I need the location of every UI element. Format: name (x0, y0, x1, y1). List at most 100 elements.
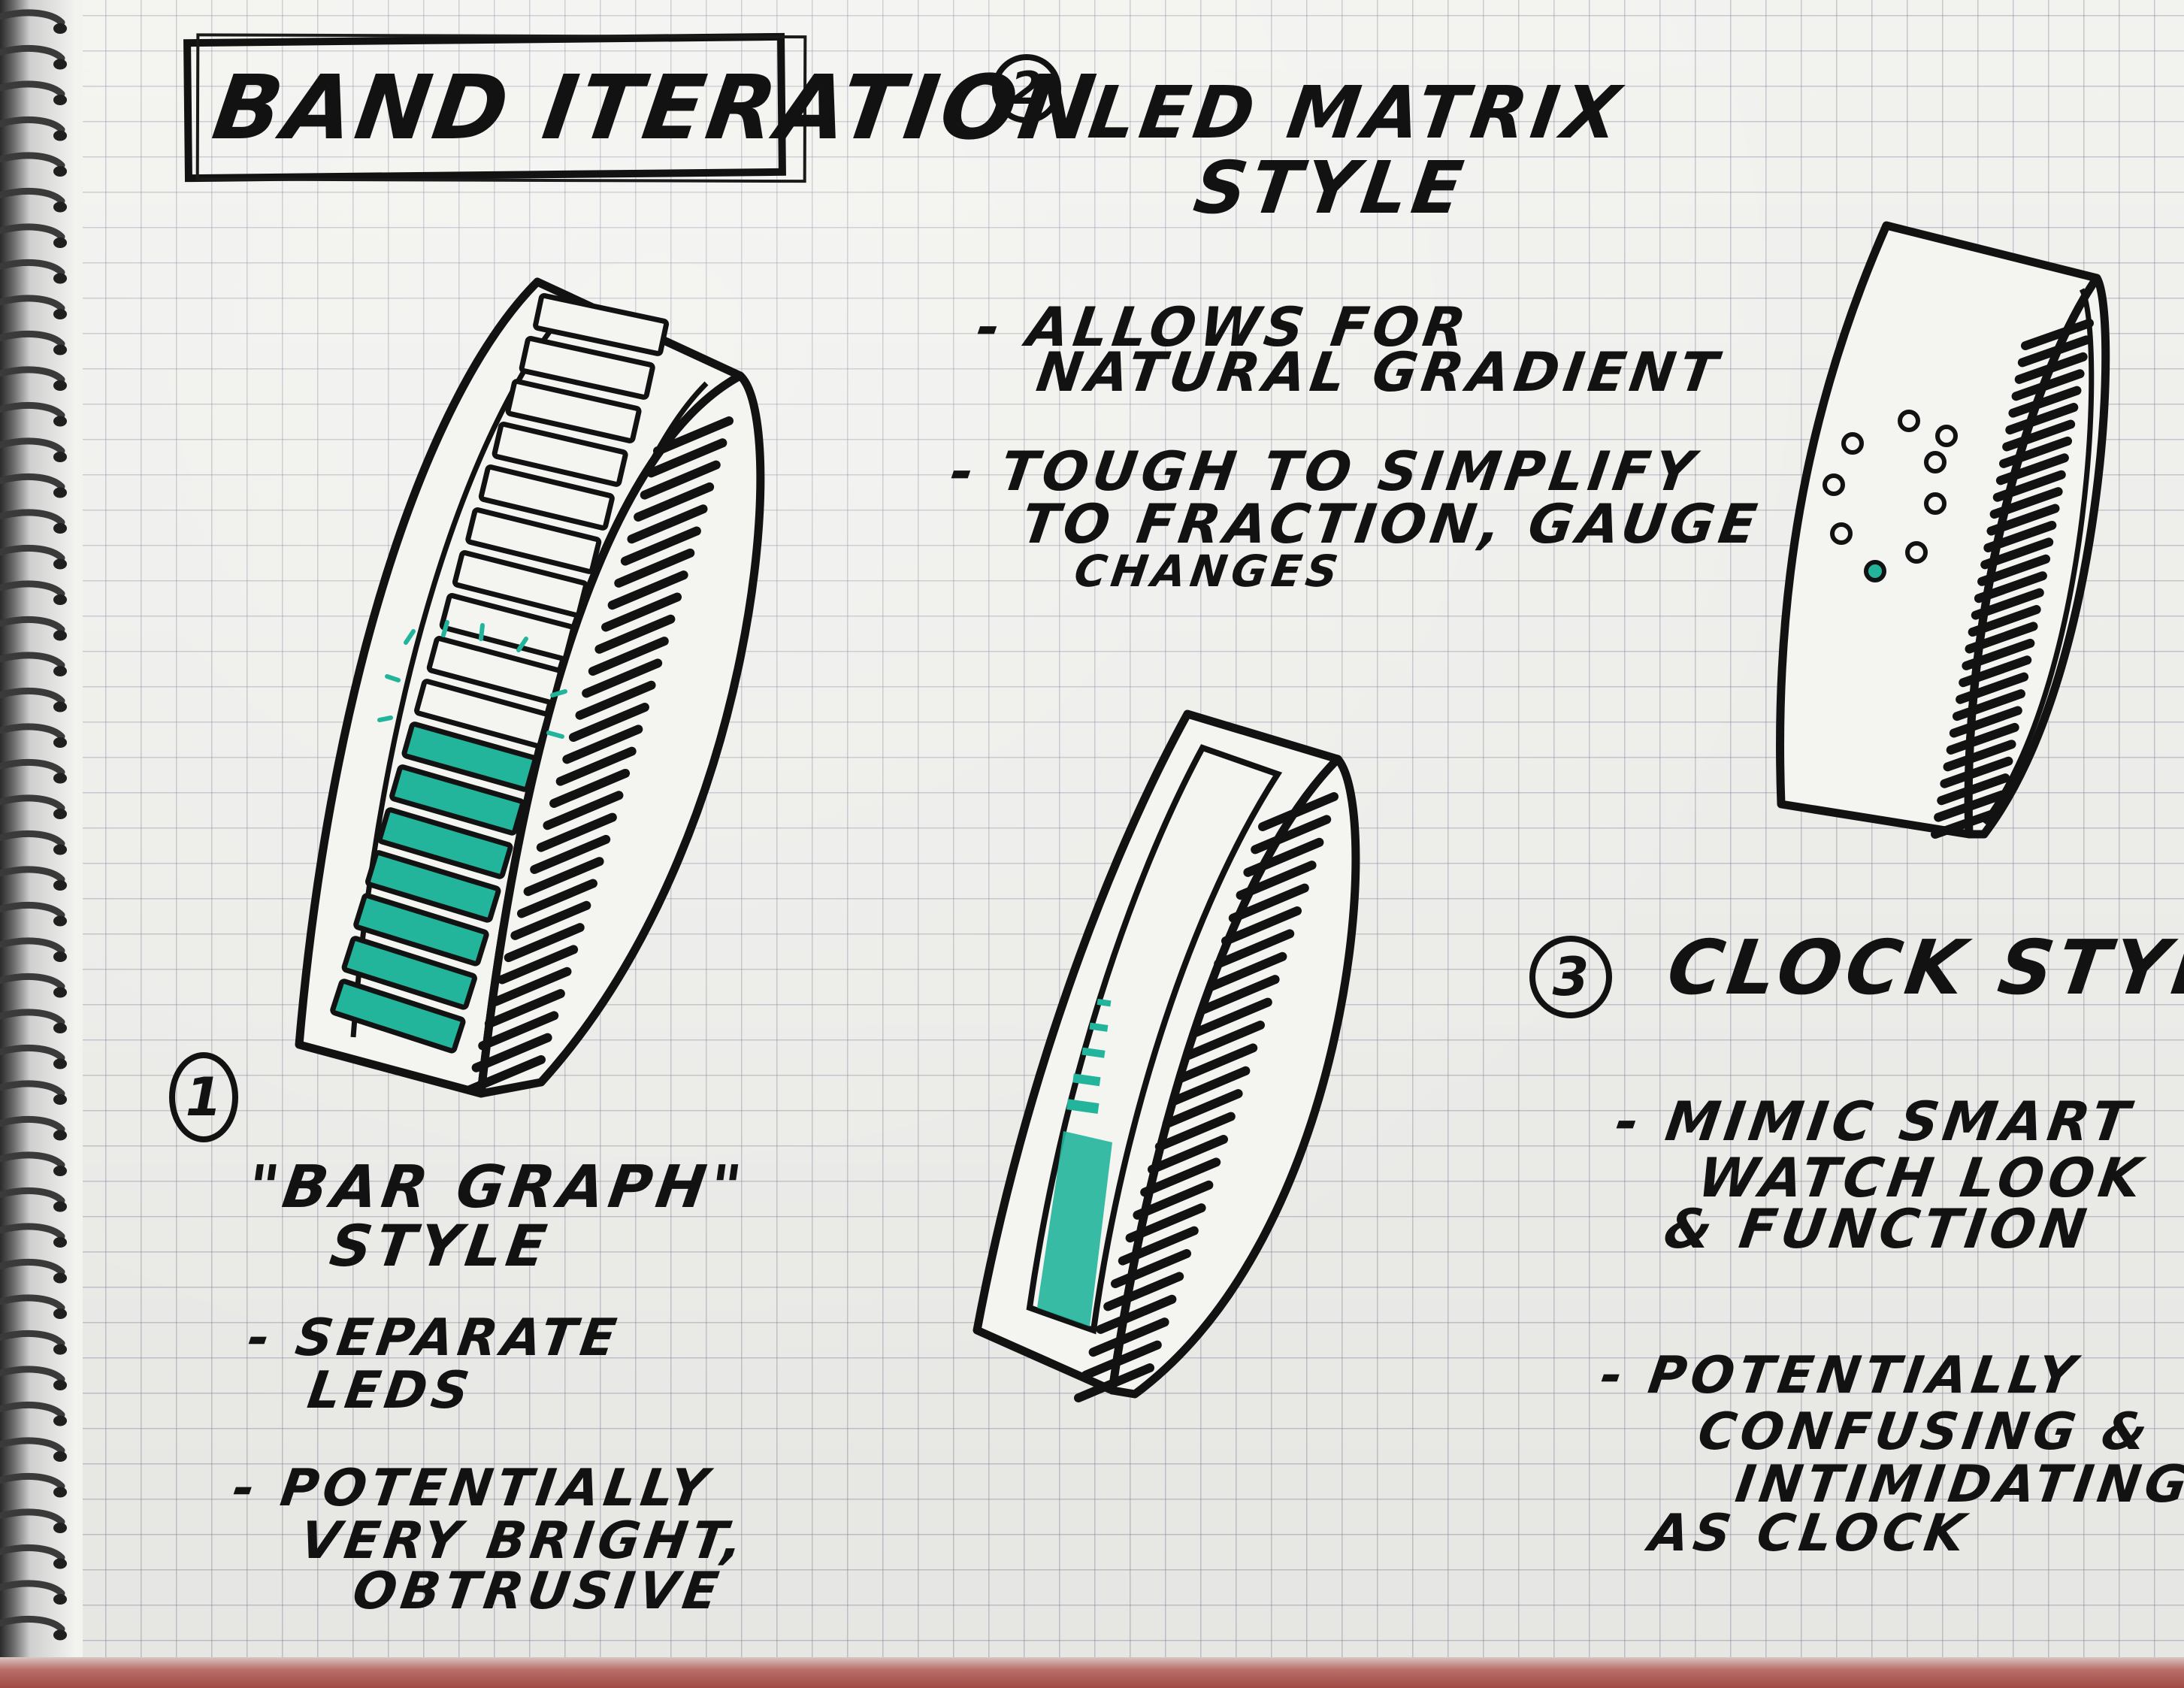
hatch-stroke (1191, 997, 1272, 1037)
spiral-hole (53, 844, 67, 855)
concept-3-note-2-line-4: AS CLOCK (1645, 1504, 1974, 1563)
spiral-coil (0, 1151, 65, 1169)
spiral-hole (53, 594, 67, 605)
hatch-stroke (1258, 792, 1339, 831)
glow-tick (377, 715, 393, 722)
spiral-hole (53, 737, 67, 748)
spiral-hole (53, 773, 67, 784)
spiral-coil (0, 45, 65, 62)
spiral-hole (53, 1094, 67, 1105)
hatch-stroke (640, 460, 721, 500)
hatch-stroke (530, 834, 611, 874)
spiral-coil (0, 9, 65, 26)
spiral-coil (0, 794, 65, 812)
hatch-stroke (1125, 1203, 1206, 1243)
hatch-stroke (1959, 655, 2032, 688)
spiral-coil (0, 902, 65, 918)
hatch-stroke (1974, 571, 2047, 604)
hatch-stroke (2014, 352, 2088, 384)
hatch-stroke (1946, 722, 2019, 755)
led-bar-off (505, 379, 642, 443)
glow-tick (546, 731, 564, 739)
clock-dot (1905, 541, 1928, 564)
clock-dot (1823, 473, 1845, 496)
concept-1-note-2-line-3: OBTRUSIVE (349, 1562, 727, 1621)
spiral-hole (53, 880, 67, 891)
hatch-stroke (2005, 403, 2079, 435)
clock-dot (1898, 410, 1920, 432)
hatch-stroke (562, 725, 643, 764)
page-title: BAND ITERATION (207, 56, 1105, 159)
led-bar-off (426, 636, 563, 705)
led-bar-lit (353, 893, 489, 967)
led-bar-lit (377, 807, 513, 879)
spiral-hole (53, 1308, 67, 1319)
hatch-stroke (1962, 638, 2035, 670)
spiral-hole (53, 1487, 67, 1498)
spiral-coil (0, 1187, 65, 1204)
led-bar-off (533, 293, 670, 356)
concept-2-note-2-line-2: TO FRACTION, GAUGE (1018, 492, 1765, 555)
spiral-coil (0, 1259, 65, 1275)
spiral-hole (53, 1166, 67, 1176)
spiral-coil (0, 1544, 65, 1561)
spiral-hole (53, 809, 67, 819)
hatch-stroke (614, 548, 695, 588)
led-bar-lit (401, 721, 538, 792)
spiral-hole (53, 523, 67, 534)
spiral-hole (53, 915, 67, 927)
hatch-stroke (1096, 1294, 1177, 1334)
spiral-coil (0, 1508, 65, 1526)
hatch-stroke (549, 768, 631, 808)
spiral-coil (0, 1330, 65, 1347)
hatch-stroke (1140, 1157, 1221, 1197)
led-bar-off (465, 507, 602, 574)
concept-1-note-2-line-1: - POTENTIALLY (228, 1459, 716, 1518)
hatch-stroke (1111, 1249, 1191, 1288)
hatch-stroke (510, 900, 591, 940)
hatch-stroke (588, 637, 669, 676)
hatch-stroke (1995, 453, 2069, 486)
hatch-stroke (1184, 1021, 1265, 1060)
led-bar-lit (330, 979, 466, 1054)
spiral-coil (0, 80, 65, 98)
spiral-hole (53, 987, 67, 998)
spiral-coil (0, 973, 65, 990)
clock-dot (1830, 522, 1853, 545)
spiral-hole (53, 1130, 67, 1141)
hatch-stroke (1074, 1363, 1154, 1402)
hatch-stroke (607, 570, 688, 610)
hatch-stroke (2011, 369, 2085, 401)
spiral-hole (53, 1272, 67, 1284)
hatch-stroke (1971, 588, 2044, 620)
hatch-stroke (2017, 335, 2091, 368)
hatch-stroke (1977, 554, 2051, 586)
hatch-stroke (498, 945, 579, 985)
concept-2-name-line-2: STYLE (1189, 146, 1472, 230)
hatch-stroke (2002, 419, 2076, 452)
spiral-hole (53, 95, 67, 105)
hatch-stroke (516, 879, 597, 918)
hatch-stroke (1154, 1112, 1236, 1151)
spiral-coil (0, 1402, 65, 1418)
glow-tick (441, 620, 449, 637)
concept-3-note-2-line-1: - POTENTIALLY (1596, 1346, 2084, 1405)
spiral-coil (0, 1223, 65, 1240)
spiral-coil (0, 473, 65, 490)
led-bar-off (478, 464, 615, 531)
spiral-coil (0, 723, 65, 740)
spiral-hole (53, 1380, 67, 1390)
spiral-hole (53, 951, 67, 962)
hatch-stroke (1206, 951, 1287, 991)
concept-1-note-2-line-2: VERY BRIGHT, (296, 1511, 752, 1571)
hatch-stroke (1949, 706, 2022, 738)
hatch-stroke (1937, 773, 2010, 806)
concept-3-name-line-1: CLOCK STYLE (1662, 924, 2184, 1012)
hatch-stroke (1169, 1066, 1251, 1106)
spiral-coil (0, 1294, 65, 1311)
hatch-stroke (1989, 487, 2063, 519)
spiral-hole (53, 1201, 67, 1212)
led-bar-lit (341, 936, 477, 1010)
spiral-hole (53, 273, 67, 284)
